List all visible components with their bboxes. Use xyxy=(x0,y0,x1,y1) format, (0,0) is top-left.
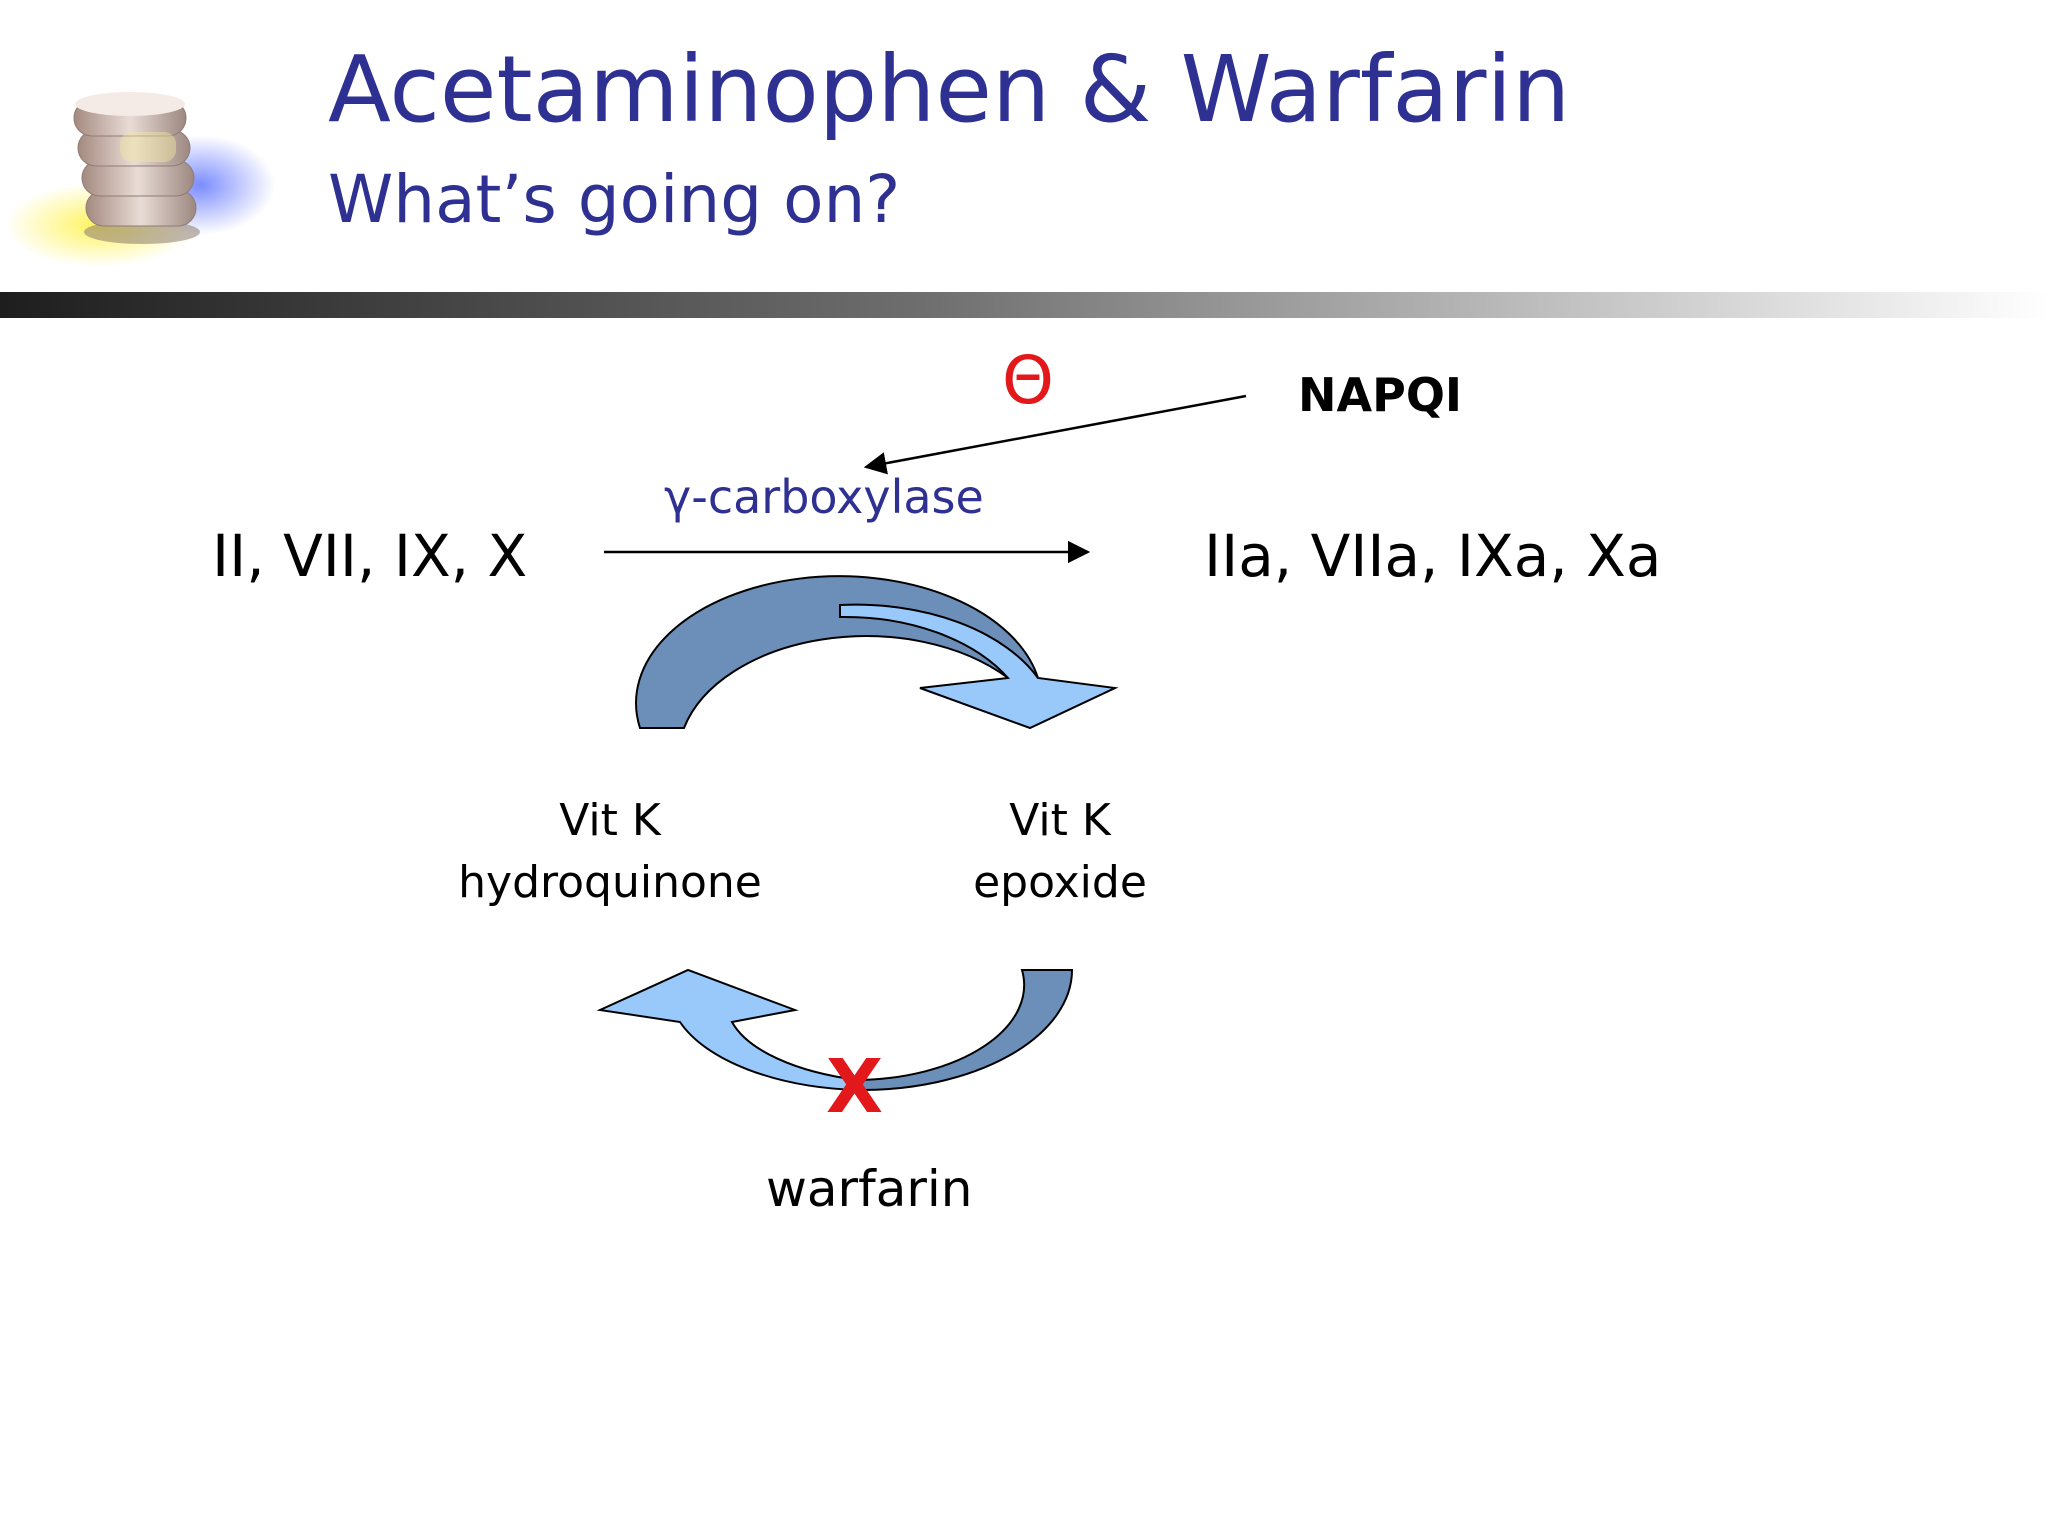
cycle-arrow-upper-dark xyxy=(635,575,1040,729)
enzyme-label: γ-carboxylase xyxy=(664,470,984,524)
vit-k-hydroquinone-line-2: hydroquinone xyxy=(458,857,762,908)
blocker-label: warfarin xyxy=(766,1160,973,1218)
vit-k-epoxide-label: Vit K epoxide xyxy=(940,790,1180,914)
vit-k-epoxide-line-2: epoxide xyxy=(973,857,1147,908)
inhibition-arrow xyxy=(863,394,1247,475)
cycle-arrow-upper-light xyxy=(839,603,1119,730)
cycle-arrow-lower-light xyxy=(596,968,859,1092)
vit-k-epoxide-line-1: Vit K xyxy=(1009,795,1111,846)
inhibition-symbol: Θ xyxy=(1002,342,1054,419)
slide-subtitle: What’s going on? xyxy=(328,161,901,238)
header-divider xyxy=(0,292,2048,318)
vit-k-hydroquinone-line-1: Vit K xyxy=(559,795,661,846)
block-symbol: X xyxy=(826,1044,884,1130)
pill-stack-icon xyxy=(5,92,275,267)
slide-title: Acetaminophen & Warfarin xyxy=(328,36,1571,143)
precursor-factors-label: II, VII, IX, X xyxy=(212,522,528,590)
cycle-arrow-lower-dark xyxy=(857,969,1074,1092)
activated-factors-label: IIa, VIIa, IXa, Xa xyxy=(1204,522,1662,590)
vit-k-hydroquinone-label: Vit K hydroquinone xyxy=(440,790,780,914)
inhibitor-label: NAPQI xyxy=(1298,368,1463,422)
